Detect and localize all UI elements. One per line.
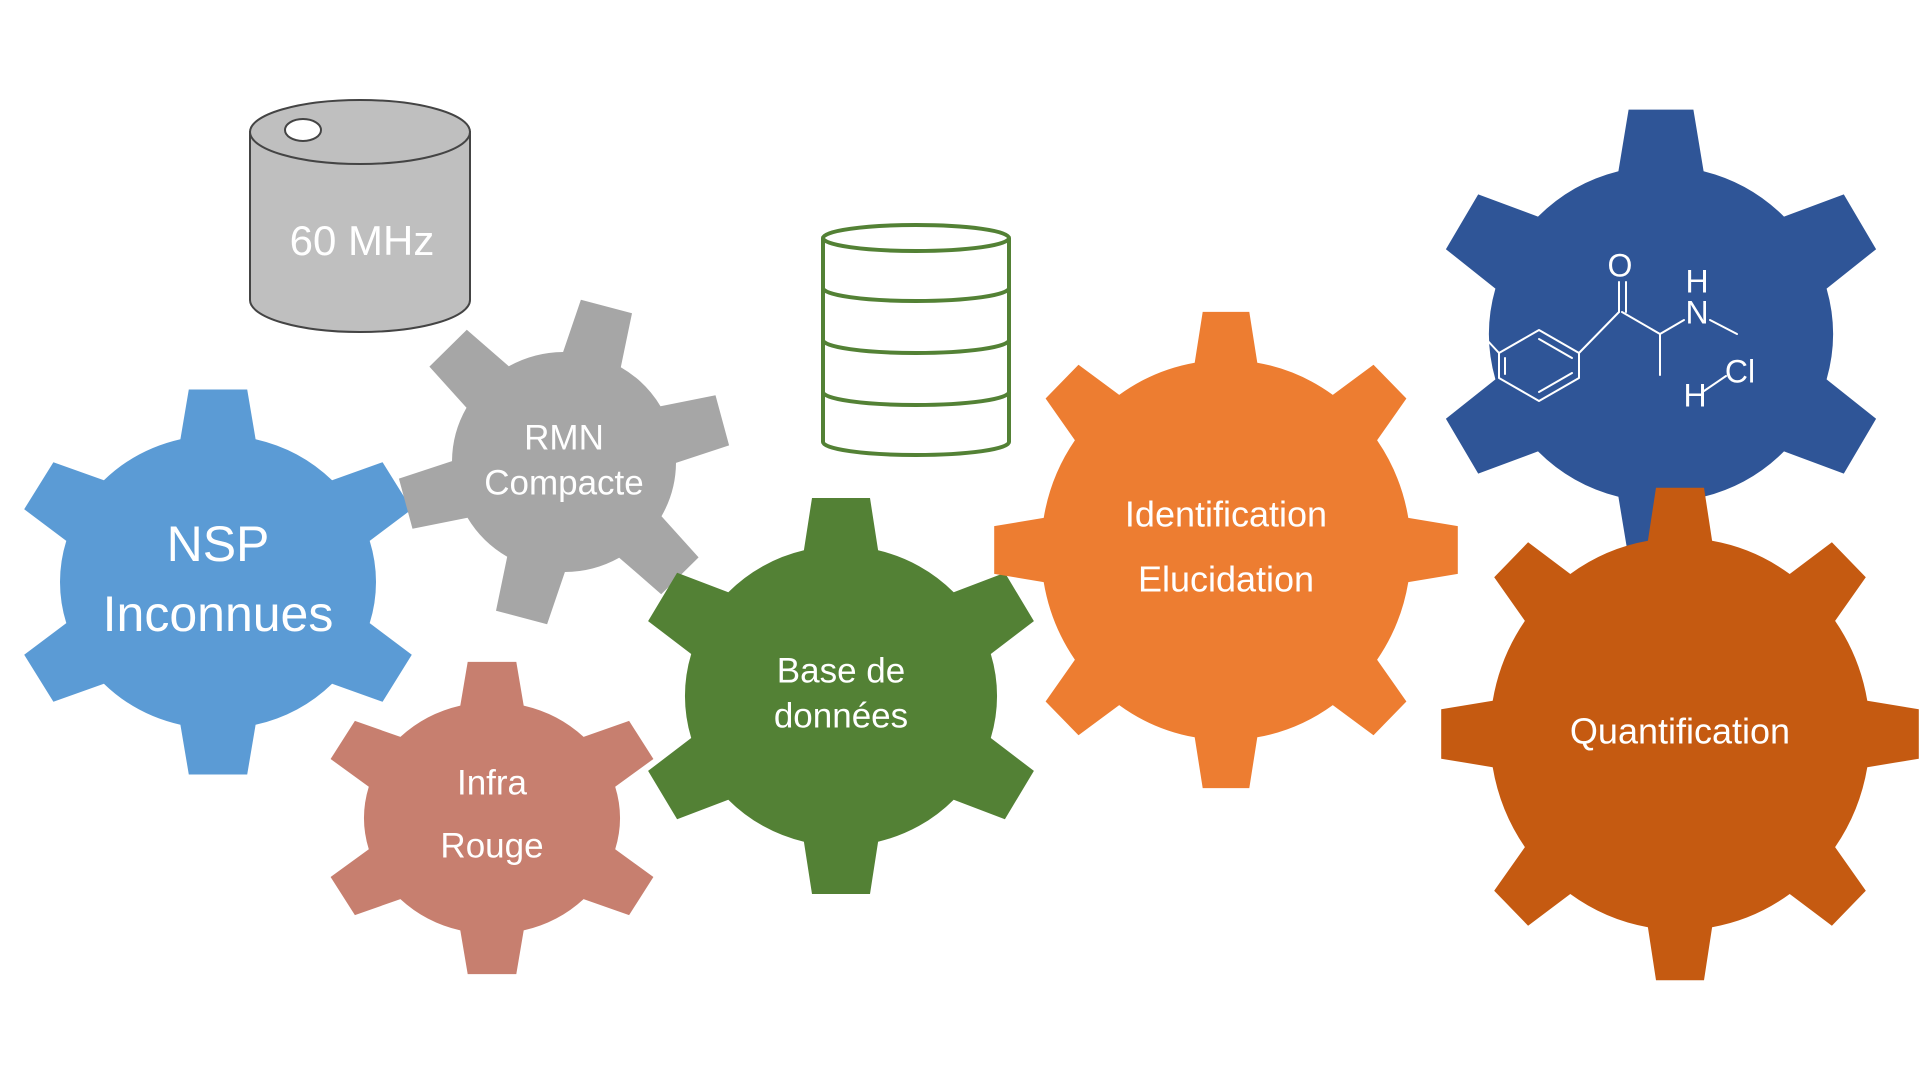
gear-nsp-label-1: NSP (167, 516, 270, 572)
gear-ir-label-1: Infra (457, 763, 528, 802)
magnet-cylinder-icon: 60 MHz (249, 99, 471, 333)
gear-identification (994, 311, 1458, 789)
gear-rmn-compacte (398, 299, 730, 625)
gear-quantification (1441, 487, 1919, 981)
gear-db-label-2: données (774, 696, 908, 735)
gear-base-de-donnees (648, 498, 1034, 894)
magnet-bore (284, 118, 322, 142)
atom-hydrogen-amine: H (1685, 263, 1708, 299)
atom-nitrogen: N (1685, 294, 1708, 330)
atom-oxygen: O (1608, 247, 1633, 283)
gear-rmn-label-2: Compacte (484, 463, 644, 502)
gear-quant-label: Quantification (1570, 711, 1790, 752)
gear-db-label-1: Base de (777, 651, 905, 690)
gear-ident-label-1: Identification (1125, 494, 1327, 535)
gear-ir-label-2: Rouge (440, 826, 543, 865)
database-icon (821, 223, 1011, 457)
gear-nsp-label-2: Inconnues (103, 586, 334, 642)
molecule-structure-icon: O H N H Cl (1460, 247, 1755, 413)
magnet-top (249, 99, 471, 165)
gear-infra-rouge (330, 661, 654, 975)
atom-hydrogen-salt: H (1683, 377, 1706, 413)
magnet-label: 60 MHz (290, 217, 435, 264)
atom-chlorine: Cl (1725, 353, 1755, 389)
gear-nsp (24, 389, 412, 775)
gear-ident-label-2: Elucidation (1138, 559, 1314, 600)
gear-rmn-label-1: RMN (524, 418, 604, 457)
magnet-body (249, 131, 471, 333)
